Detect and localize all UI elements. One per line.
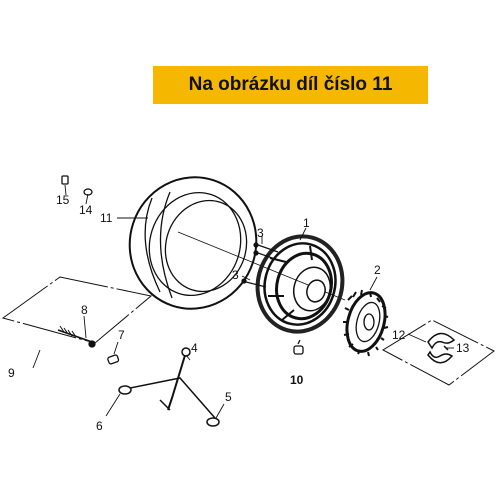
label-part-14[interactable]: 14 [79,203,93,217]
part-banner: Na obrázku díl číslo 11 [153,66,428,104]
label-part-11[interactable]: 11 [100,211,113,225]
label-part-5[interactable]: 5 [225,390,232,404]
small-bolt-icon [293,339,304,355]
brake-shoe-box [381,319,495,386]
label-part-3a[interactable]: 3 [257,226,264,240]
label-part-6[interactable]: 6 [96,419,103,433]
tire-icon[interactable] [113,161,274,325]
banner-text: Na obrázku díl číslo 11 [188,74,393,95]
leader-lines [32,184,454,419]
label-part-8[interactable]: 8 [81,303,88,317]
label-part-7[interactable]: 7 [118,328,125,342]
label-part-2[interactable]: 2 [374,263,381,277]
wheel-rim-icon[interactable] [247,227,353,341]
label-part-15[interactable]: 15 [56,193,70,207]
label-part-13[interactable]: 13 [456,341,470,355]
label-part-9[interactable]: 9 [8,366,15,380]
brake-cable-icon[interactable] [118,347,220,427]
screw-icon [57,325,96,348]
pin-icon [107,354,120,365]
label-part-3b[interactable]: 3 [232,268,239,282]
label-part-1[interactable]: 1 [303,216,310,230]
cable-box [1,276,153,344]
label-part-10[interactable]: 10 [290,373,304,387]
label-part-12[interactable]: 12 [392,328,406,342]
bolt-icon [241,242,279,288]
label-part-4[interactable]: 4 [191,341,198,355]
brake-drum-icon[interactable] [341,288,391,357]
part-labels: 11 1 2 3 3 4 5 6 7 8 9 10 12 13 14 15 [8,193,470,433]
